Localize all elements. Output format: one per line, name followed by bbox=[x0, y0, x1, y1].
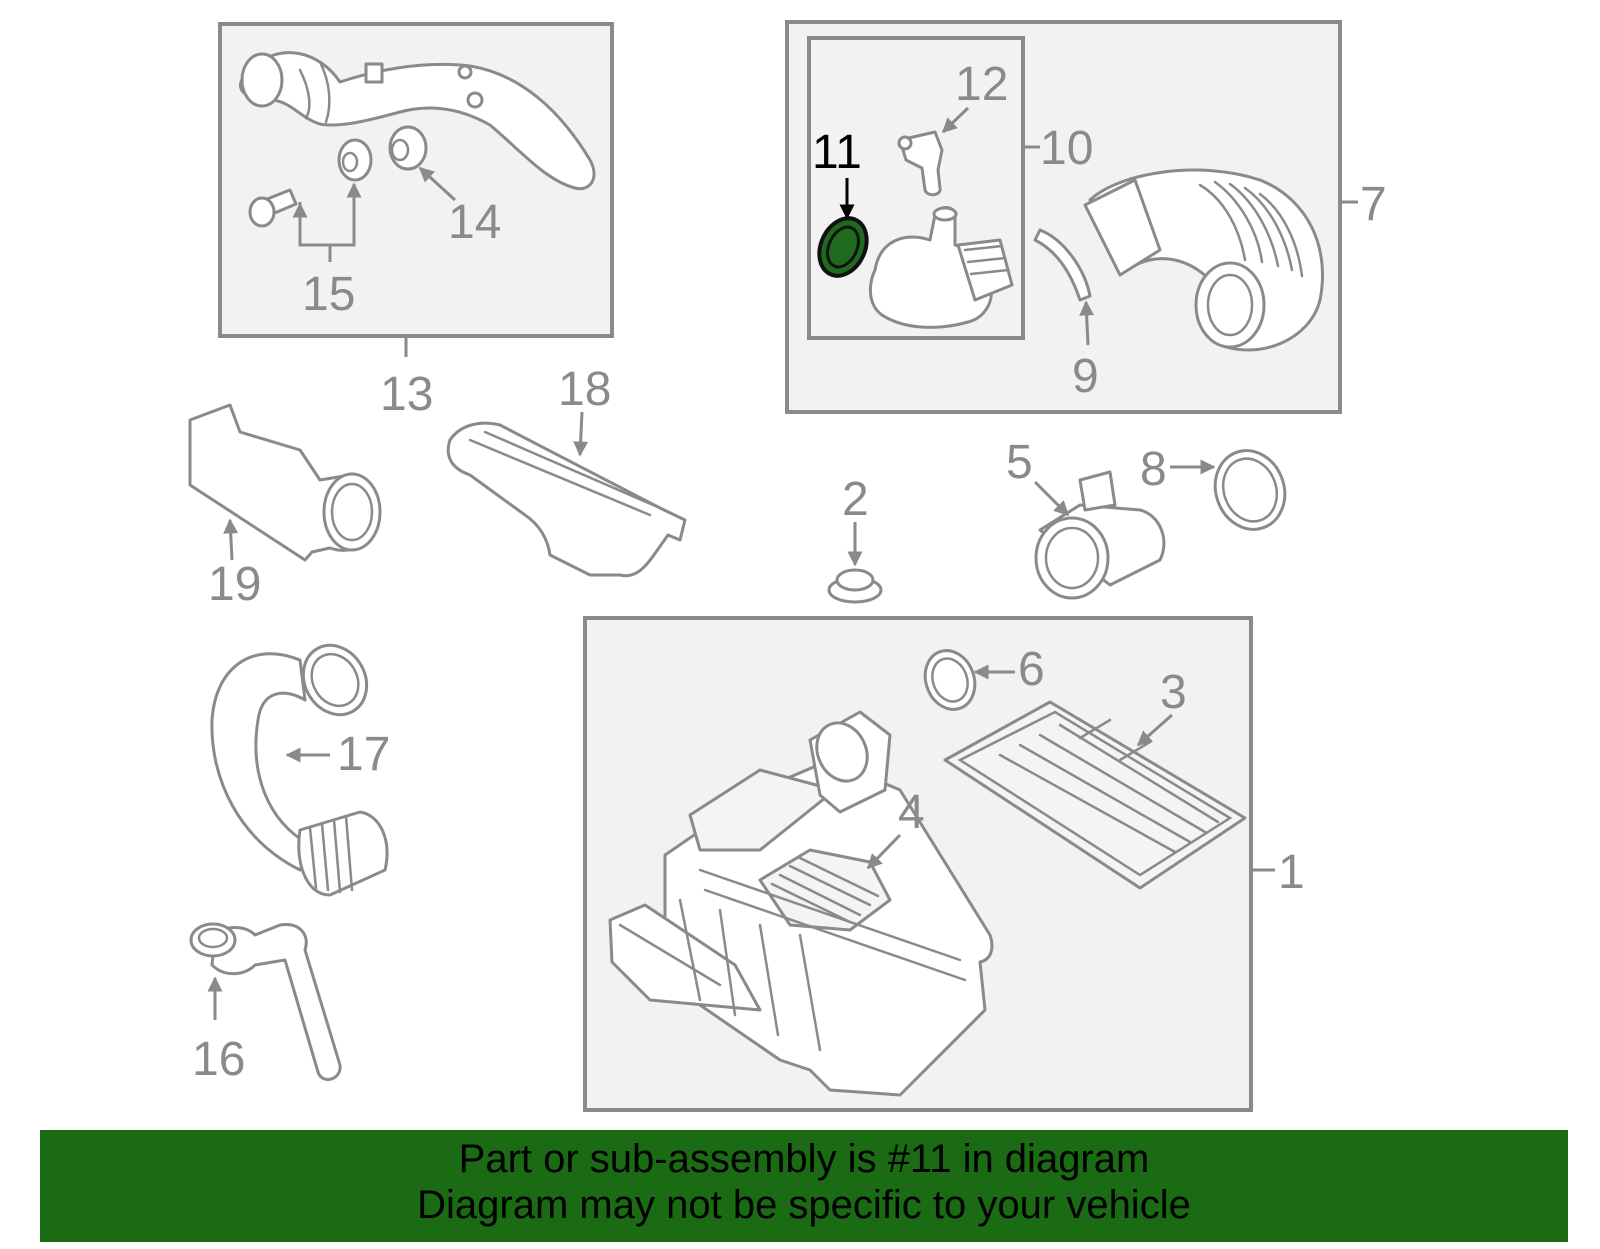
callout-10: 10 bbox=[1040, 122, 1093, 175]
callout-15: 15 bbox=[302, 268, 355, 321]
highlighted-ring-11[interactable] bbox=[810, 211, 875, 284]
callout-labels: 1 2 3 4 5 6 7 8 9 10 11 12 13 14 15 16 1… bbox=[192, 58, 1387, 1086]
callout-18: 18 bbox=[558, 363, 611, 416]
callout-9: 9 bbox=[1072, 350, 1099, 403]
callout-17: 17 bbox=[337, 728, 390, 781]
callout-19: 19 bbox=[208, 558, 261, 611]
callout-16: 16 bbox=[192, 1033, 245, 1086]
callout-4: 4 bbox=[898, 786, 925, 839]
callout-14: 14 bbox=[448, 196, 501, 249]
part-17 bbox=[210, 643, 389, 897]
callout-1: 1 bbox=[1278, 846, 1305, 899]
part-19 bbox=[188, 403, 382, 562]
part-5 bbox=[1033, 470, 1166, 600]
callout-3: 3 bbox=[1160, 666, 1187, 719]
parts-diagram: 1 2 3 4 5 6 7 8 9 10 11 12 13 14 15 16 1… bbox=[188, 20, 1387, 1112]
banner-line-2: Diagram may not be specific to your vehi… bbox=[417, 1183, 1191, 1227]
callout-13: 13 bbox=[380, 368, 433, 421]
callout-12: 12 bbox=[955, 58, 1008, 111]
callout-6: 6 bbox=[1018, 643, 1045, 696]
box-1 bbox=[583, 616, 1275, 1112]
part-2 bbox=[827, 522, 883, 604]
info-banner: Part or sub-assembly is #11 in diagram D… bbox=[40, 1130, 1568, 1242]
part-16 bbox=[189, 922, 342, 1081]
callout-5: 5 bbox=[1006, 436, 1033, 489]
part-18 bbox=[446, 411, 687, 578]
callout-11: 11 bbox=[812, 126, 862, 179]
box-13 bbox=[218, 22, 614, 357]
banner-line-1: Part or sub-assembly is #11 in diagram bbox=[458, 1137, 1150, 1181]
callout-7: 7 bbox=[1360, 178, 1387, 231]
callout-2: 2 bbox=[842, 473, 869, 526]
part-8 bbox=[1170, 449, 1287, 531]
callout-8: 8 bbox=[1140, 443, 1167, 496]
box-10 bbox=[807, 36, 1040, 340]
